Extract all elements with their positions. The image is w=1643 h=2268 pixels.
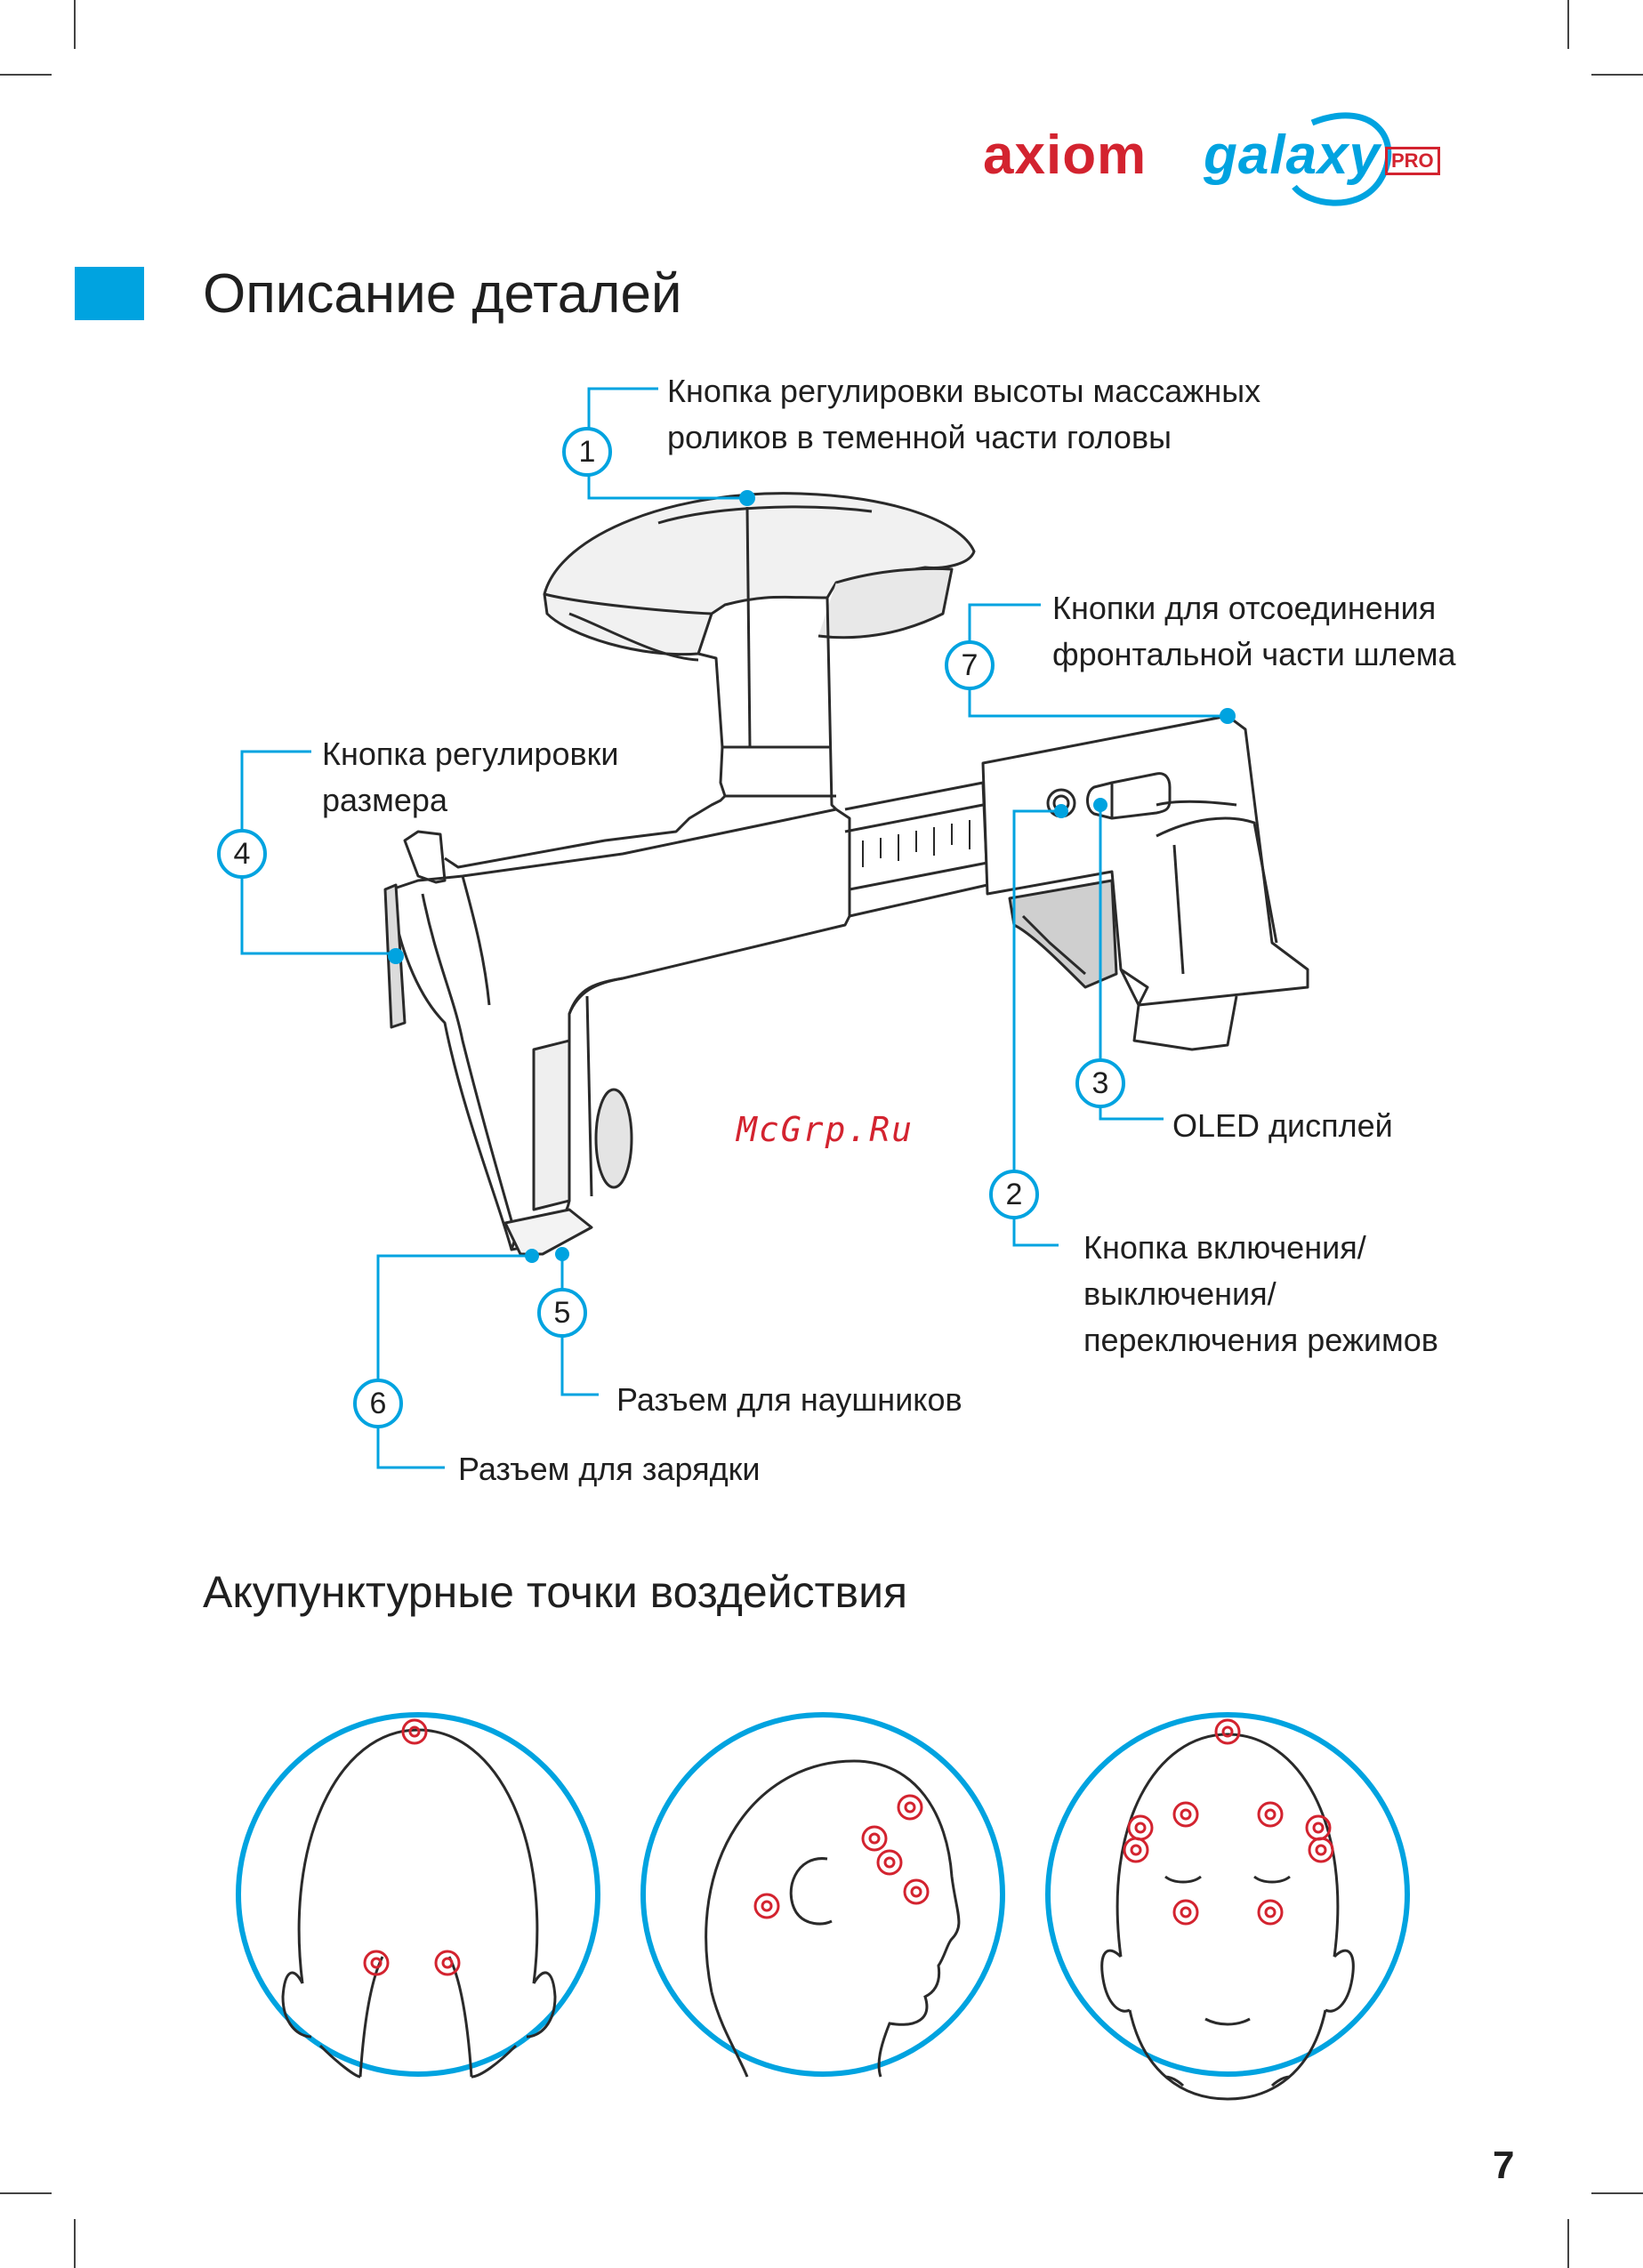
acupuncture-points bbox=[363, 1718, 1334, 1976]
callout-label-4-line2: размера bbox=[322, 782, 447, 818]
callout-label-4-line1: Кнопка регулировки bbox=[322, 736, 619, 772]
callout-number-6: 6 bbox=[353, 1379, 403, 1428]
page-number: 7 bbox=[1493, 2143, 1515, 2187]
logo-swoosh bbox=[1292, 112, 1392, 206]
callout-label-2-line2: выключения/ bbox=[1083, 1275, 1277, 1312]
callout-label-5: Разъем для наушников bbox=[616, 1381, 962, 1418]
section-marker bbox=[75, 267, 144, 320]
logo-wordmark-axiom: axiom bbox=[983, 125, 1148, 186]
logo-pro-badge: PRO bbox=[1385, 147, 1440, 175]
callout-label-3: OLED дисплей bbox=[1172, 1107, 1393, 1144]
device-illustration bbox=[383, 492, 1309, 1256]
acupuncture-front-view bbox=[1045, 1712, 1410, 2101]
callout-number-3: 3 bbox=[1075, 1058, 1125, 1108]
brand-logo: axiom galaxy PRO bbox=[974, 120, 1446, 209]
callout-number-1: 1 bbox=[562, 427, 612, 477]
callout-label-1-line1: Кнопка регулировки высоты массажных bbox=[667, 373, 1261, 409]
callout-label-7-line1: Кнопки для отсоединения bbox=[1052, 590, 1437, 626]
watermark: McGrp.Ru bbox=[737, 1110, 914, 1149]
callout-label-2-line1: Кнопка включения/ bbox=[1083, 1229, 1366, 1266]
callout-label-6: Разъем для зарядки bbox=[458, 1451, 761, 1487]
callout-number-5: 5 bbox=[537, 1288, 587, 1338]
page-title: Описание деталей bbox=[203, 263, 682, 325]
callout-number-4: 4 bbox=[217, 829, 267, 879]
callout-number-7: 7 bbox=[945, 640, 995, 690]
callout-dots bbox=[388, 490, 1236, 1263]
logo-wordmark-galaxy: galaxy bbox=[1204, 125, 1381, 186]
acupuncture-side-view bbox=[640, 1712, 1005, 2078]
acupuncture-title: Акупунктурные точки воздействия bbox=[203, 1567, 908, 1617]
callout-number-2: 2 bbox=[989, 1170, 1039, 1219]
callout-label-2-line3: переключения режимов bbox=[1083, 1322, 1438, 1358]
acupuncture-back-view bbox=[236, 1712, 600, 2079]
callout-label-1-line2: роликов в теменной части головы bbox=[667, 419, 1172, 455]
callout-label-7-line2: фронтальной части шлема bbox=[1052, 636, 1456, 672]
